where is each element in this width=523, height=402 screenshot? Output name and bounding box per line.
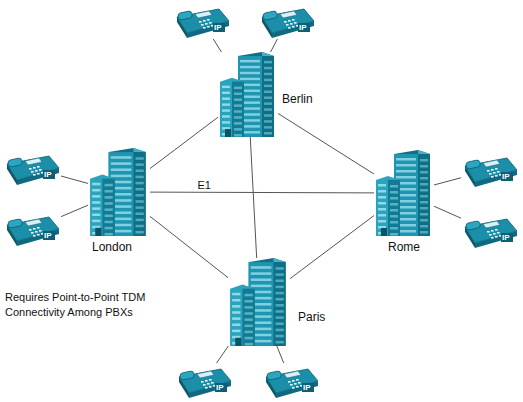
- ip-phone: IP: [258, 3, 316, 39]
- ip-phone: IP: [173, 3, 231, 39]
- site-name: Rome: [388, 240, 420, 254]
- ip-phone-icon: [461, 152, 519, 188]
- pbx-site: Rome: [374, 150, 434, 236]
- ip-phone: IP: [461, 152, 519, 188]
- ip-badge: IP: [299, 23, 307, 32]
- building-icon: [228, 258, 290, 346]
- note-text: Requires Point-to-Point TDM Connectivity…: [5, 290, 165, 320]
- ip-phone: IP: [3, 211, 61, 247]
- ip-badge: IP: [216, 383, 224, 392]
- ip-phone-icon: [3, 211, 61, 247]
- ip-badge: IP: [214, 23, 222, 32]
- trunk-line: [61, 176, 88, 183]
- ip-phone-icon: [262, 363, 320, 399]
- pbx-site: Berlin: [218, 52, 278, 137]
- trunk-line: [150, 117, 218, 168]
- pbx-site: Paris: [228, 258, 290, 346]
- ip-badge: IP: [502, 172, 510, 181]
- ip-badge: IP: [44, 170, 52, 179]
- trunk-line: [434, 178, 461, 185]
- ip-phone: IP: [175, 363, 233, 399]
- ip-phone-icon: [461, 213, 519, 249]
- ip-phone: IP: [262, 363, 320, 399]
- ip-phone-icon: [3, 150, 61, 186]
- link-label: E1: [198, 179, 211, 191]
- ip-phone: IP: [3, 150, 61, 186]
- building-icon: [374, 150, 434, 236]
- ip-phone-icon: [258, 3, 316, 39]
- trunk-line: [271, 39, 278, 52]
- site-name: London: [92, 240, 132, 254]
- ip-badge: IP: [502, 233, 510, 242]
- trunk-line: [213, 39, 221, 52]
- trunk-line: [290, 216, 374, 279]
- ip-phone-icon: [173, 3, 231, 39]
- trunk-line: [150, 216, 228, 277]
- building-icon: [218, 52, 278, 137]
- site-name: Berlin: [282, 92, 313, 106]
- ip-badge: IP: [44, 231, 52, 240]
- site-name: Paris: [298, 310, 325, 324]
- trunk-line: [250, 137, 256, 258]
- ip-phone-icon: [175, 363, 233, 399]
- trunk-line: [277, 346, 284, 363]
- trunk-line: [434, 206, 461, 218]
- building-icon: [88, 148, 150, 236]
- trunk-line: [217, 346, 229, 363]
- trunk-line: [278, 113, 374, 174]
- trunk-line: [150, 192, 374, 194]
- trunk-line: [61, 205, 88, 216]
- pbx-site: London: [88, 148, 150, 236]
- ip-badge: IP: [303, 383, 311, 392]
- ip-phone: IP: [461, 213, 519, 249]
